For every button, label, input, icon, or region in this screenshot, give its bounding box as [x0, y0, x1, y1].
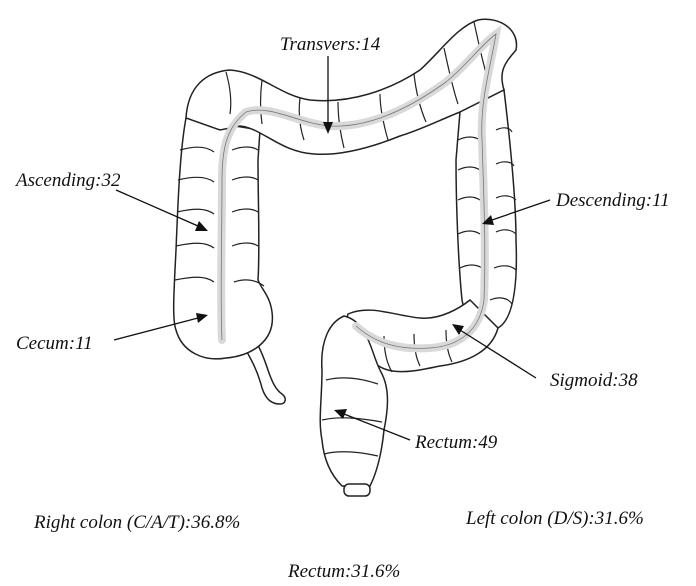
label-sigmoid: Sigmoid:38: [550, 370, 638, 391]
label-transvers: Transvers:14: [280, 34, 381, 55]
label-descending: Descending:11: [555, 190, 670, 211]
label-ascending: Ascending:32: [14, 170, 121, 191]
summary-right-colon: Right colon (C/A/T):36.8%: [33, 512, 240, 533]
summary-left-colon: Left colon (D/S):31.6%: [465, 508, 644, 529]
summary-rectum: Rectum:31.6%: [287, 561, 400, 582]
label-cecum: Cecum:11: [16, 333, 93, 354]
colon-illustration: [174, 19, 517, 496]
anal-canal: [344, 484, 370, 496]
label-rectum: Rectum:49: [414, 432, 498, 453]
